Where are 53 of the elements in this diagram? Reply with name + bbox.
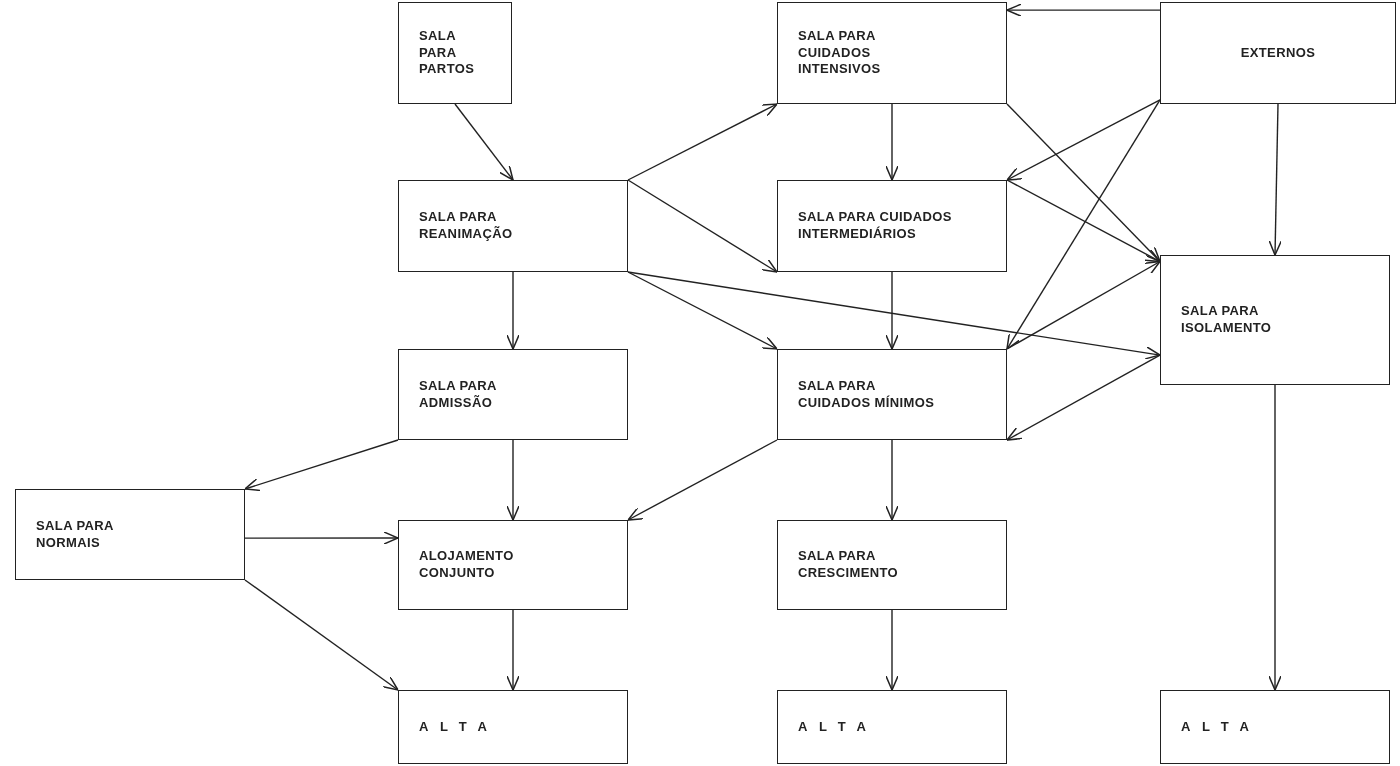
arrow bbox=[1006, 103, 1161, 263]
arrow bbox=[1268, 103, 1283, 256]
arrow bbox=[506, 609, 520, 691]
box-label: ALTA bbox=[419, 718, 499, 736]
arrow bbox=[1006, 179, 1161, 263]
arrow bbox=[627, 179, 778, 273]
box-label: SALA PARA PARTOS bbox=[419, 27, 476, 79]
box-label: SALA PARA REANIMAÇÃO bbox=[419, 209, 514, 243]
arrow bbox=[1006, 354, 1161, 441]
arrow bbox=[627, 103, 778, 181]
process-box bbox=[1160, 255, 1390, 385]
box-label: SALA PARA CUIDADOS INTENSIVOS bbox=[798, 27, 882, 79]
process-box bbox=[777, 520, 1007, 610]
arrow bbox=[627, 271, 1161, 360]
process-box bbox=[398, 690, 628, 764]
box-label: ALTA bbox=[798, 718, 878, 736]
arrow bbox=[1006, 99, 1161, 181]
arrow bbox=[1006, 260, 1161, 350]
arrow bbox=[244, 439, 399, 492]
process-box bbox=[777, 349, 1007, 440]
process-box bbox=[398, 180, 628, 272]
box-label: EXTERNOS bbox=[1240, 44, 1316, 62]
arrow bbox=[1006, 99, 1161, 350]
arrow bbox=[885, 439, 899, 521]
box-label: SALA PARA CUIDADOS MÍNIMOS bbox=[798, 377, 936, 412]
process-box bbox=[398, 349, 628, 440]
arrow bbox=[454, 103, 514, 181]
process-box bbox=[777, 690, 1007, 764]
box-label: SALA PARA CRESCIMENTO bbox=[798, 548, 900, 582]
process-box bbox=[777, 2, 1007, 104]
box-label: SALA PARA CUIDADOS INTERMEDIÁRIOS bbox=[798, 209, 953, 243]
box-label: ALTA bbox=[1181, 718, 1261, 736]
arrow bbox=[1268, 384, 1282, 691]
arrow bbox=[627, 271, 778, 350]
arrow bbox=[885, 271, 899, 350]
arrow bbox=[885, 103, 899, 181]
process-box bbox=[398, 2, 512, 104]
box-label: SALA PARA NORMAIS bbox=[36, 517, 115, 552]
process-box bbox=[777, 180, 1007, 272]
box-label: SALA PARA ADMISSÃO bbox=[419, 377, 498, 412]
arrow bbox=[627, 439, 778, 521]
process-box bbox=[15, 489, 245, 580]
process-box bbox=[398, 520, 628, 610]
box-label: ALOJAMENTO CONJUNTO bbox=[419, 548, 515, 582]
arrow bbox=[1006, 3, 1161, 17]
box-label: SALA PARA ISOLAMENTO bbox=[1181, 303, 1273, 337]
arrow bbox=[506, 439, 520, 521]
process-box bbox=[1160, 690, 1390, 764]
arrow bbox=[885, 609, 899, 691]
arrow bbox=[244, 531, 399, 545]
arrow bbox=[244, 579, 399, 691]
arrow bbox=[506, 271, 520, 350]
process-box bbox=[1160, 2, 1396, 104]
